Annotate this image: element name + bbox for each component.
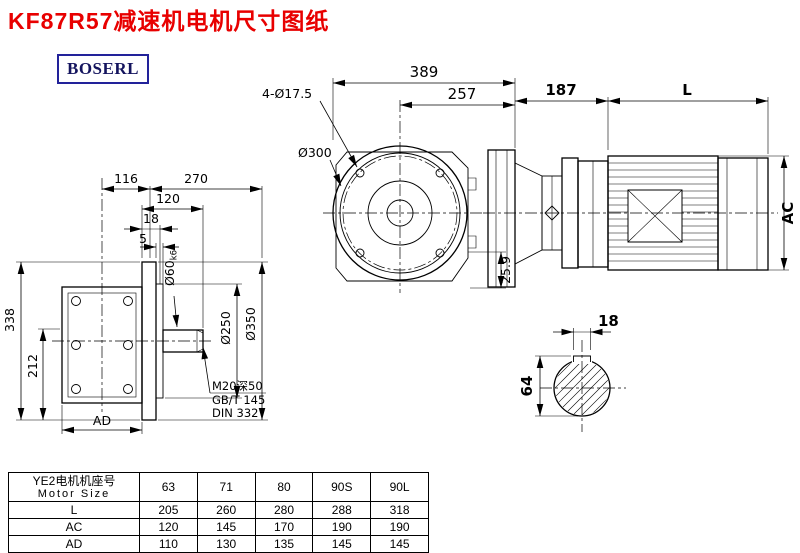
note-gbt-label: GB/T 145 (212, 393, 265, 407)
dim-shaft-dia-label: Ø60k6 (162, 250, 180, 286)
note-m20-label: M20深50 (212, 379, 263, 393)
dim-value-cell: 135 (254, 535, 314, 553)
dim-value-cell: 318 (370, 501, 429, 519)
motor-cooling-fins (608, 162, 718, 262)
dim-5-label: 5 (139, 231, 147, 246)
dim-value-cell: 190 (312, 518, 372, 536)
dim-L-label: L (682, 81, 692, 99)
dim-value-cell: 145 (196, 518, 256, 536)
dimension-lines: 389 257 4-Ø17.5 Ø300 187 L AC 25.9 116 2… (2, 63, 797, 434)
dim-value-cell: 190 (370, 518, 429, 536)
dim-250-label: Ø250 (218, 311, 233, 345)
size-col-header: 71 (196, 472, 256, 502)
gearbox-front-view (323, 100, 482, 293)
dim-value-cell: 110 (139, 535, 198, 553)
size-col-header: 90S (312, 472, 372, 502)
table-header-en: Motor Size (37, 487, 111, 500)
table-row-L: L 205 260 280 288 318 (8, 501, 429, 519)
dim-value-cell: 145 (370, 535, 429, 553)
dim-187-label: 187 (545, 81, 576, 99)
dim-212-label: 212 (25, 354, 40, 378)
size-col-header: 63 (139, 472, 198, 502)
shaft-section-view (540, 340, 626, 432)
dim-AD-label: AD (93, 413, 111, 428)
table-header-row: YE2电机机座号 Motor Size 63 71 80 90S 90L (8, 472, 429, 502)
dim-25-9-label: 25.9 (498, 256, 513, 284)
dim-key-18-label: 18 (598, 312, 619, 330)
page-title: KF87R57减速机电机尺寸图纸 (8, 8, 330, 34)
dim-value-cell: 280 (254, 501, 314, 519)
dim-value-cell: 170 (254, 518, 314, 536)
dim-338-label: 338 (2, 308, 17, 332)
dim-18-label: 18 (143, 211, 159, 226)
table-row-AC: AC 120 145 170 190 190 (8, 518, 429, 536)
dim-64-label: 64 (518, 376, 536, 397)
dim-257-label: 257 (448, 85, 477, 103)
bolt-hole (355, 248, 365, 258)
note-din-label: DIN 332 (212, 406, 258, 420)
dim-AC-label: AC (779, 202, 797, 225)
dim-value-cell: 120 (139, 518, 198, 536)
dim-value-cell: 145 (312, 535, 372, 553)
dim-116-label: 116 (114, 171, 138, 186)
bolt-hole (435, 248, 445, 258)
dim-value-cell: 130 (196, 535, 256, 553)
dim-120-label: 120 (156, 191, 180, 206)
bolt-hole (355, 168, 365, 178)
fan-cover (717, 157, 769, 271)
motor-size-table: YE2电机机座号 Motor Size 63 71 80 90S 90L L 2… (8, 472, 429, 553)
dim-value-cell: 260 (196, 501, 256, 519)
size-col-header: 80 (254, 472, 314, 502)
bolt-hole (435, 168, 445, 178)
shaft-plug-icon (544, 205, 560, 221)
dim-flange-dia-label: Ø300 (298, 145, 332, 160)
brand-logo: BOSERL (57, 54, 149, 84)
row-label: L (8, 501, 140, 519)
dim-value-cell: 288 (312, 501, 372, 519)
dim-350-label: Ø350 (243, 307, 258, 341)
gearbox-motor-side-view (483, 149, 778, 288)
dim-270-label: 270 (184, 171, 208, 186)
size-col-header: 90L (370, 472, 429, 502)
table-row-AD: AD 110 130 135 145 145 (8, 535, 429, 553)
table-header-cn: YE2电机机座号 (32, 473, 116, 488)
row-label: AD (8, 535, 140, 553)
row-label: AC (8, 518, 140, 536)
dim-value-cell: 205 (139, 501, 198, 519)
table-header-motor-size: YE2电机机座号 Motor Size (8, 472, 140, 502)
dim-bolt-holes-label: 4-Ø17.5 (262, 86, 312, 101)
gearbox-output-view (52, 178, 214, 421)
dim-389-label: 389 (410, 63, 439, 81)
brand-logo-text: BOSERL (67, 59, 139, 78)
